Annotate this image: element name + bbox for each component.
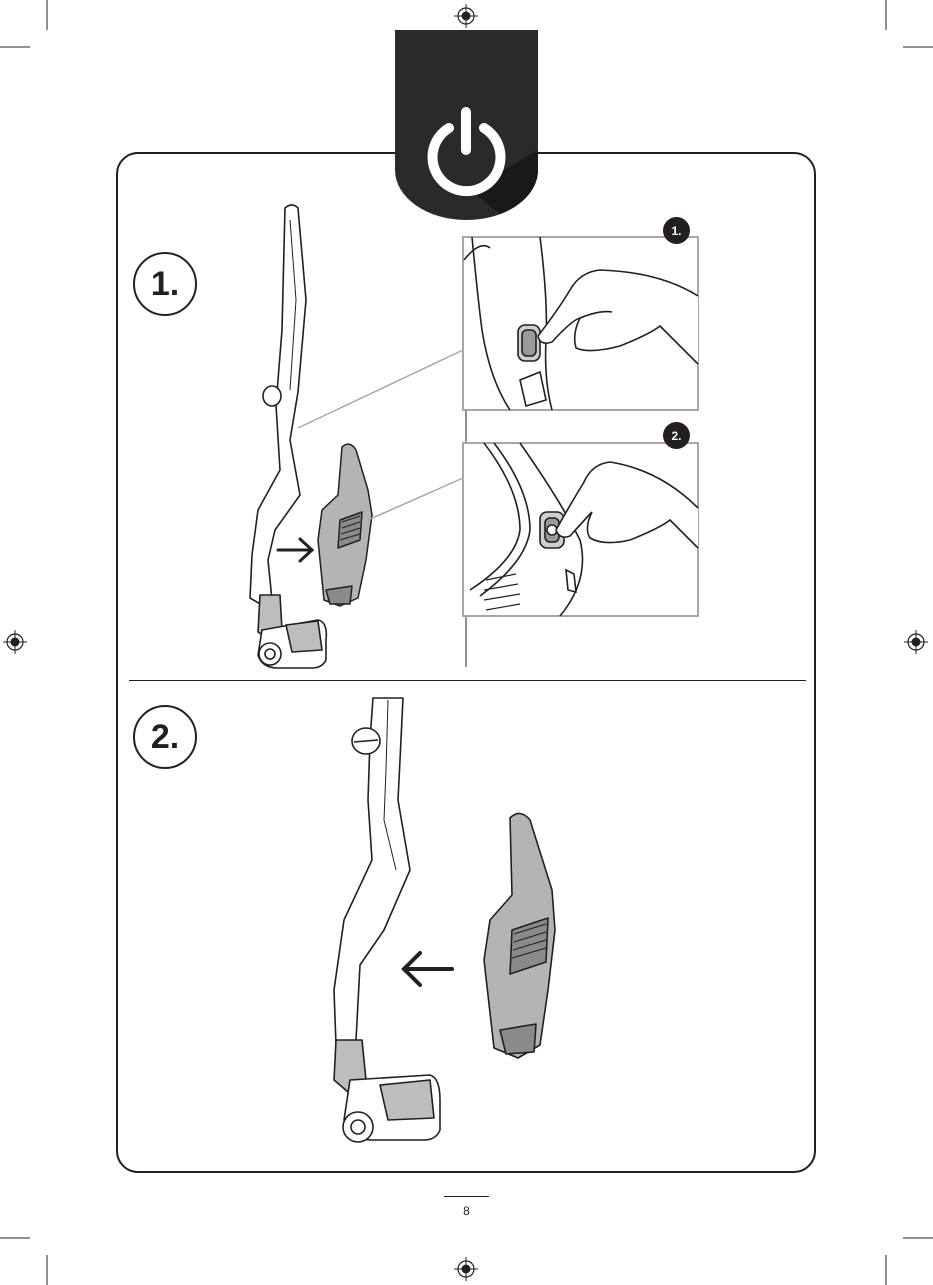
page-number-rule [444,1196,489,1197]
page-number: 8 [444,1204,489,1218]
attach-arrow-icon [404,953,452,985]
